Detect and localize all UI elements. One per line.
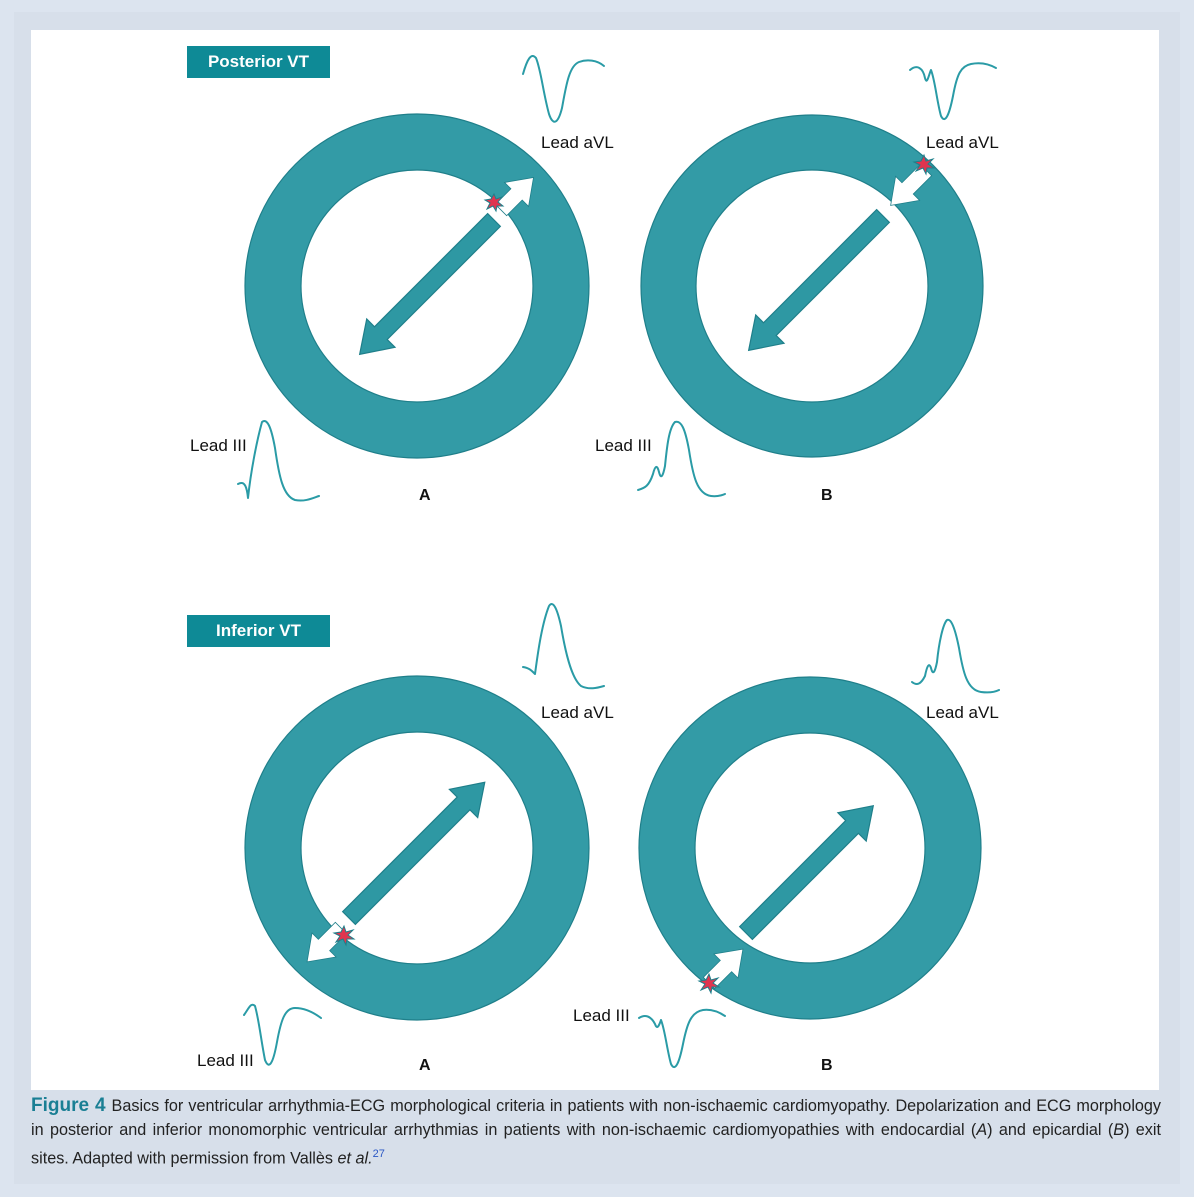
inferior-a-heart bbox=[244, 675, 590, 1021]
caption-et-al: et al. bbox=[337, 1149, 373, 1168]
inferior-b-cavity bbox=[694, 732, 926, 964]
inferior-a-iii-trace bbox=[243, 1003, 322, 1066]
posterior-b-heart bbox=[640, 114, 984, 458]
vt-diagram: Lead aVL Lead III A Lead aVL Lead III B … bbox=[190, 55, 1000, 1074]
inferior-a-avl-trace bbox=[522, 603, 605, 690]
posterior-b-avl-label: Lead aVL bbox=[926, 133, 999, 152]
inferior-a-depolarization-arrow bbox=[341, 781, 486, 926]
posterior-a-exit-arrow bbox=[494, 176, 535, 217]
posterior-b-depolarization-arrow bbox=[747, 208, 891, 352]
posterior-b-iii-label: Lead III bbox=[595, 436, 652, 455]
posterior-vt-title: Posterior VT bbox=[207, 52, 310, 71]
inferior-a-letter: A bbox=[419, 1057, 431, 1074]
posterior-a-avl-label: Lead aVL bbox=[541, 133, 614, 152]
caption-text-2: ) and epicardial ( bbox=[987, 1121, 1114, 1139]
inferior-a-avl-label: Lead aVL bbox=[541, 703, 614, 722]
caption-b: B bbox=[1113, 1121, 1125, 1139]
caption-reference[interactable]: 27 bbox=[372, 1148, 385, 1160]
posterior-b-iii-trace bbox=[637, 420, 726, 498]
figure-panel: Posterior VT Inferior VT bbox=[31, 30, 1159, 1090]
inferior-vt-tag: Inferior VT bbox=[187, 615, 330, 647]
inferior-b-letter: B bbox=[821, 1057, 833, 1074]
posterior-b-letter: B bbox=[821, 487, 833, 504]
posterior-a-depolarization-arrow bbox=[358, 212, 502, 356]
inferior-b-iii-trace bbox=[638, 1008, 726, 1069]
posterior-a-letter: A bbox=[419, 487, 431, 504]
inferior-vt-title: Inferior VT bbox=[215, 621, 301, 640]
posterior-a-heart bbox=[244, 113, 590, 459]
inferior-a-exit-burst bbox=[332, 924, 356, 947]
posterior-b-avl-trace bbox=[909, 62, 997, 121]
inferior-b-avl-trace bbox=[911, 618, 1000, 694]
posterior-a-iii-trace bbox=[237, 420, 320, 502]
inferior-b-heart bbox=[638, 676, 982, 1020]
posterior-b-exit-burst bbox=[912, 153, 936, 176]
caption-text-1: Basics for ventricular arrhythmia-ECG mo… bbox=[31, 1097, 1162, 1139]
inferior-b-depolarization-arrow bbox=[738, 804, 875, 941]
inferior-b-avl-label: Lead aVL bbox=[926, 703, 999, 722]
posterior-a-exit-burst bbox=[483, 192, 505, 213]
posterior-b-entry-arrow bbox=[890, 163, 933, 206]
posterior-a-avl-trace bbox=[522, 55, 605, 123]
inferior-b-exit-burst bbox=[697, 972, 721, 995]
posterior-vt-tag: Posterior VT bbox=[187, 46, 330, 78]
caption-a: A bbox=[976, 1121, 988, 1139]
inferior-a-iii-label: Lead III bbox=[197, 1051, 254, 1070]
caption-text-3: ) exit sites. Adapted with permission fr… bbox=[31, 1121, 1161, 1168]
figure-label: Figure 4 bbox=[31, 1095, 106, 1116]
inferior-b-iii-label: Lead III bbox=[573, 1006, 630, 1025]
posterior-a-iii-label: Lead III bbox=[190, 436, 247, 455]
